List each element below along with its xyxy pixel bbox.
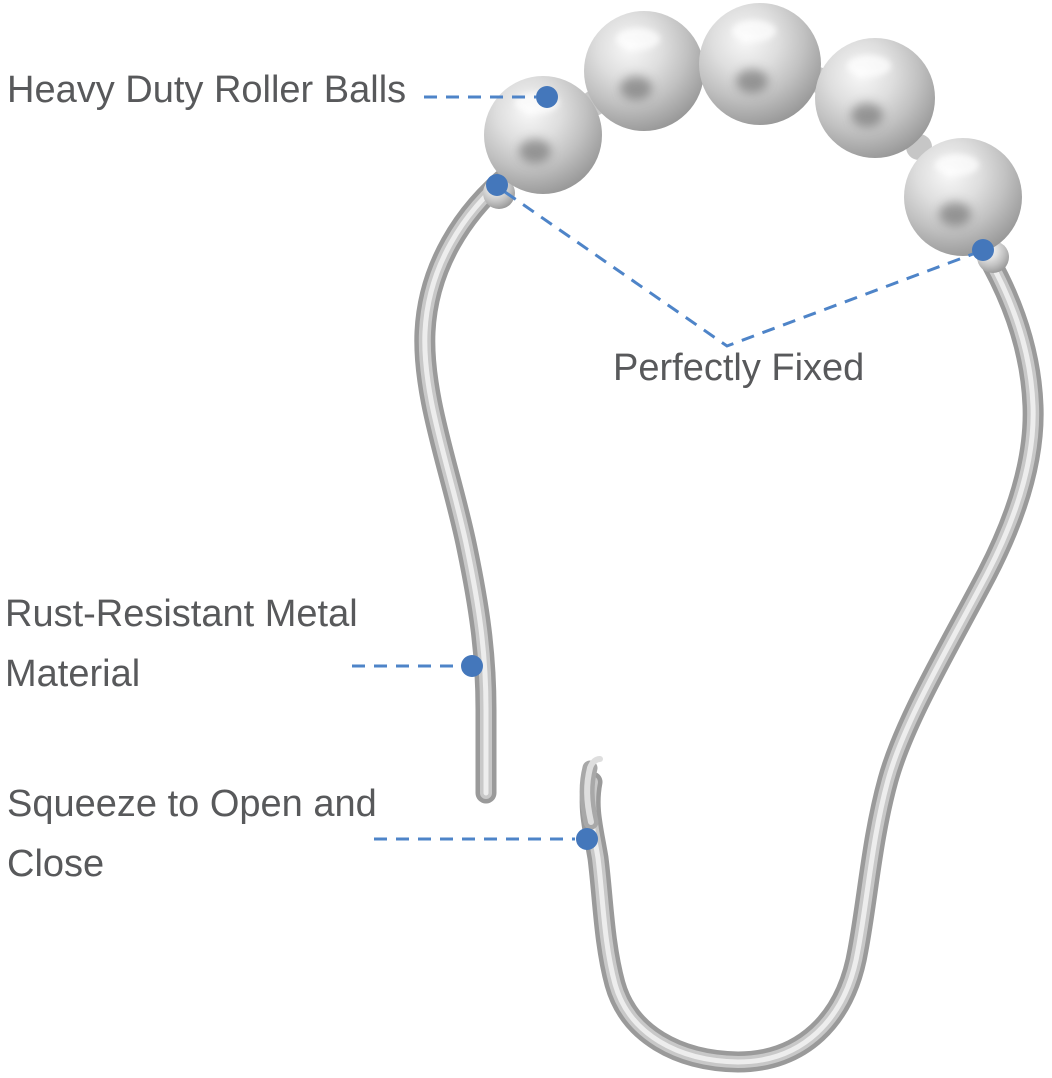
roller-balls xyxy=(484,3,1022,256)
label-squeeze-line2: Close xyxy=(7,843,105,885)
leader-line-perfectly-fixed xyxy=(504,190,974,348)
pointer-dot-fixed-left xyxy=(486,174,508,196)
label-rust-resistant-metal-material: Rust-Resistant Metal Material xyxy=(5,584,358,704)
label-squeeze-to-open-and-close: Squeeze to Open and Close xyxy=(7,774,377,894)
roller-ball-3 xyxy=(699,3,821,125)
hook-open-tip xyxy=(579,756,603,830)
hook-body xyxy=(579,241,1044,1073)
roller-ball-4 xyxy=(815,38,935,158)
pointer-dot-roller-balls xyxy=(536,86,558,108)
pointer-dot-rust-resistant xyxy=(461,655,483,677)
pointer-dot-squeeze xyxy=(576,828,598,850)
label-heavy-duty-roller-balls: Heavy Duty Roller Balls xyxy=(7,69,407,111)
roller-ball-2 xyxy=(584,11,704,131)
label-rust-resistant-line1: Rust-Resistant Metal xyxy=(5,593,358,635)
hook-left-arm xyxy=(414,161,523,804)
pointer-dot-fixed-right xyxy=(972,239,994,261)
label-squeeze-line1: Squeeze to Open and xyxy=(7,783,377,825)
annotations xyxy=(352,86,994,850)
label-perfectly-fixed: Perfectly Fixed xyxy=(613,347,865,389)
label-rust-resistant-line2: Material xyxy=(5,653,141,695)
hook-wire xyxy=(414,161,1044,1073)
roller-ball-5 xyxy=(904,138,1022,256)
